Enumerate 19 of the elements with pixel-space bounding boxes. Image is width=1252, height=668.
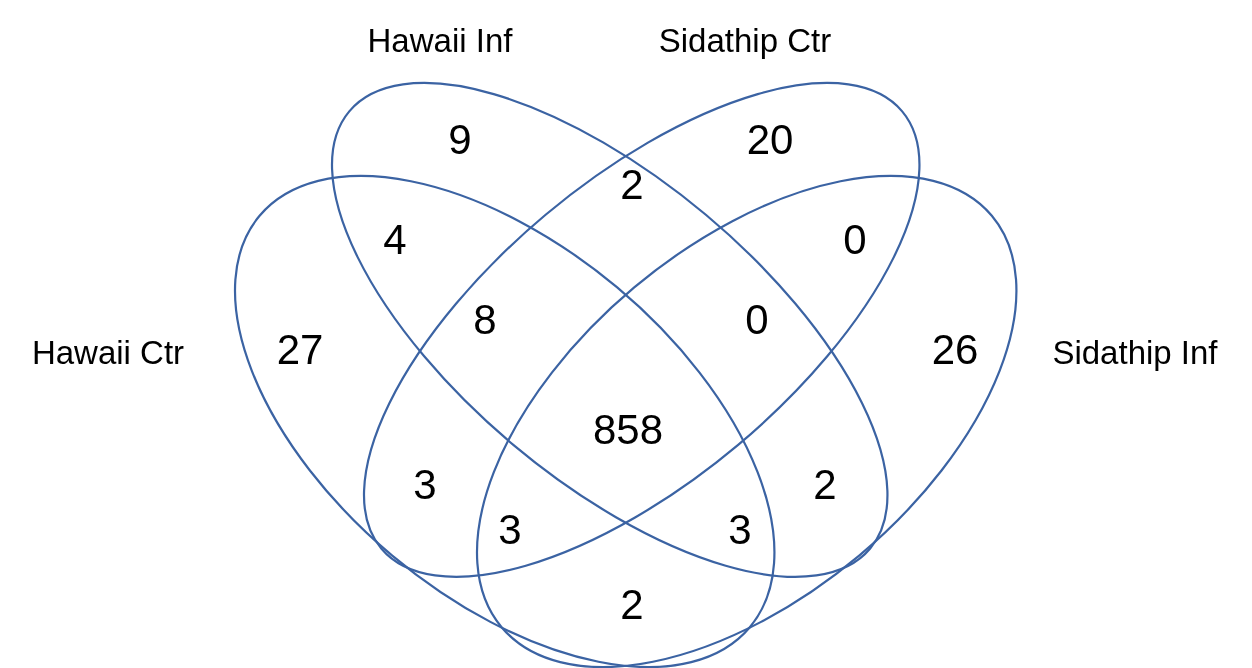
region-count: 26 bbox=[931, 329, 979, 371]
region-count: 9 bbox=[448, 119, 472, 161]
region-count: 0 bbox=[843, 219, 867, 261]
region-count: 20 bbox=[746, 119, 794, 161]
set-label: Sidathip Inf bbox=[1052, 335, 1218, 369]
region-count: 3 bbox=[728, 509, 752, 551]
region-count: 0 bbox=[745, 299, 769, 341]
region-count: 8 bbox=[473, 299, 497, 341]
region-count: 858 bbox=[592, 409, 664, 451]
region-count: 2 bbox=[813, 464, 837, 506]
region-count: 3 bbox=[413, 464, 437, 506]
set-label: Hawaii Ctr bbox=[31, 335, 185, 369]
region-count: 2 bbox=[620, 584, 644, 626]
region-count: 4 bbox=[383, 219, 407, 261]
region-count: 2 bbox=[620, 164, 644, 206]
set-label: Sidathip Ctr bbox=[658, 23, 832, 57]
set-label: Hawaii Inf bbox=[367, 23, 513, 57]
region-count: 3 bbox=[498, 509, 522, 551]
region-count: 27 bbox=[276, 329, 324, 371]
